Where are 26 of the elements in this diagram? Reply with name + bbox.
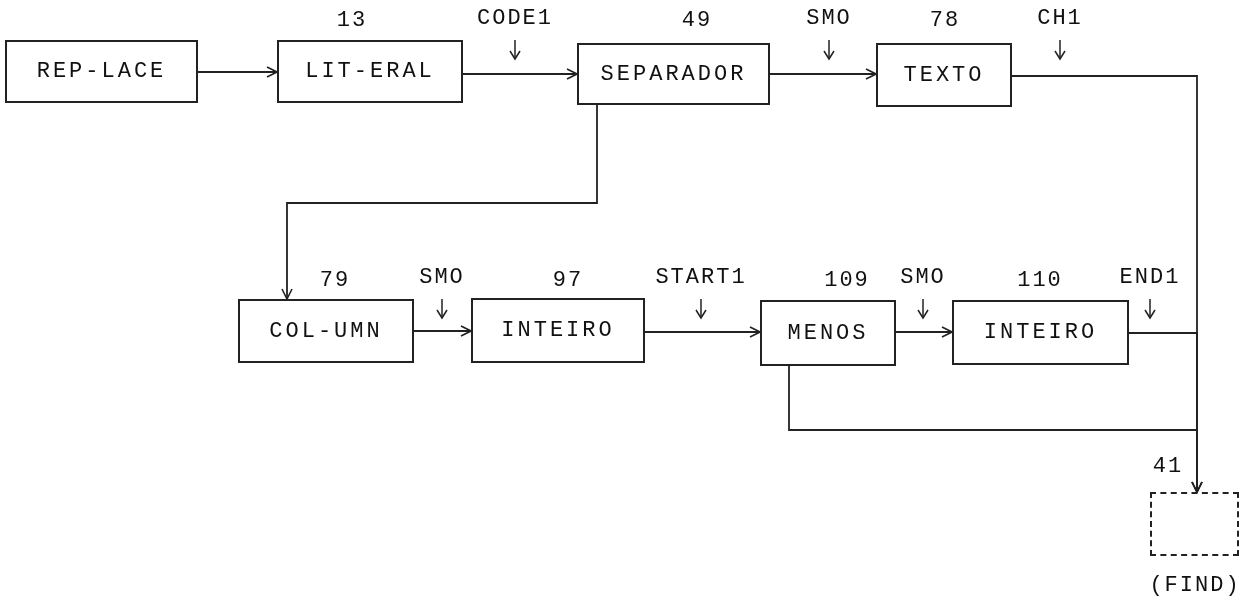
block-number: 97	[552, 267, 584, 293]
arrow	[769, 68, 877, 80]
arrow	[413, 325, 472, 337]
block-number: 78	[929, 7, 961, 33]
arrow	[462, 68, 578, 80]
arrow	[644, 326, 761, 338]
arrow	[788, 365, 1203, 493]
arrow	[281, 104, 598, 300]
process-box	[5, 40, 198, 103]
block-number: 110	[1017, 267, 1063, 293]
arrow	[197, 66, 278, 78]
box-label: INTEIRO	[983, 320, 1098, 345]
arrow	[895, 326, 953, 338]
block-number: 49	[681, 7, 713, 33]
block-number: 13	[336, 7, 368, 33]
box-label: REP-LACE	[36, 59, 167, 84]
box-label: SEPARADOR	[600, 61, 747, 87]
block-number: 79	[319, 267, 351, 293]
box-label: TEXTO	[903, 62, 985, 88]
block-number: 109	[824, 267, 870, 293]
box-label: MENOS	[787, 320, 869, 346]
box-label: COL-UMN	[269, 318, 383, 344]
block-number: 41	[1152, 453, 1184, 479]
box-label: LIT-ERAL	[305, 59, 435, 84]
box-label: INTEIRO	[501, 318, 615, 343]
block-caption: (FIND)	[1149, 572, 1241, 598]
